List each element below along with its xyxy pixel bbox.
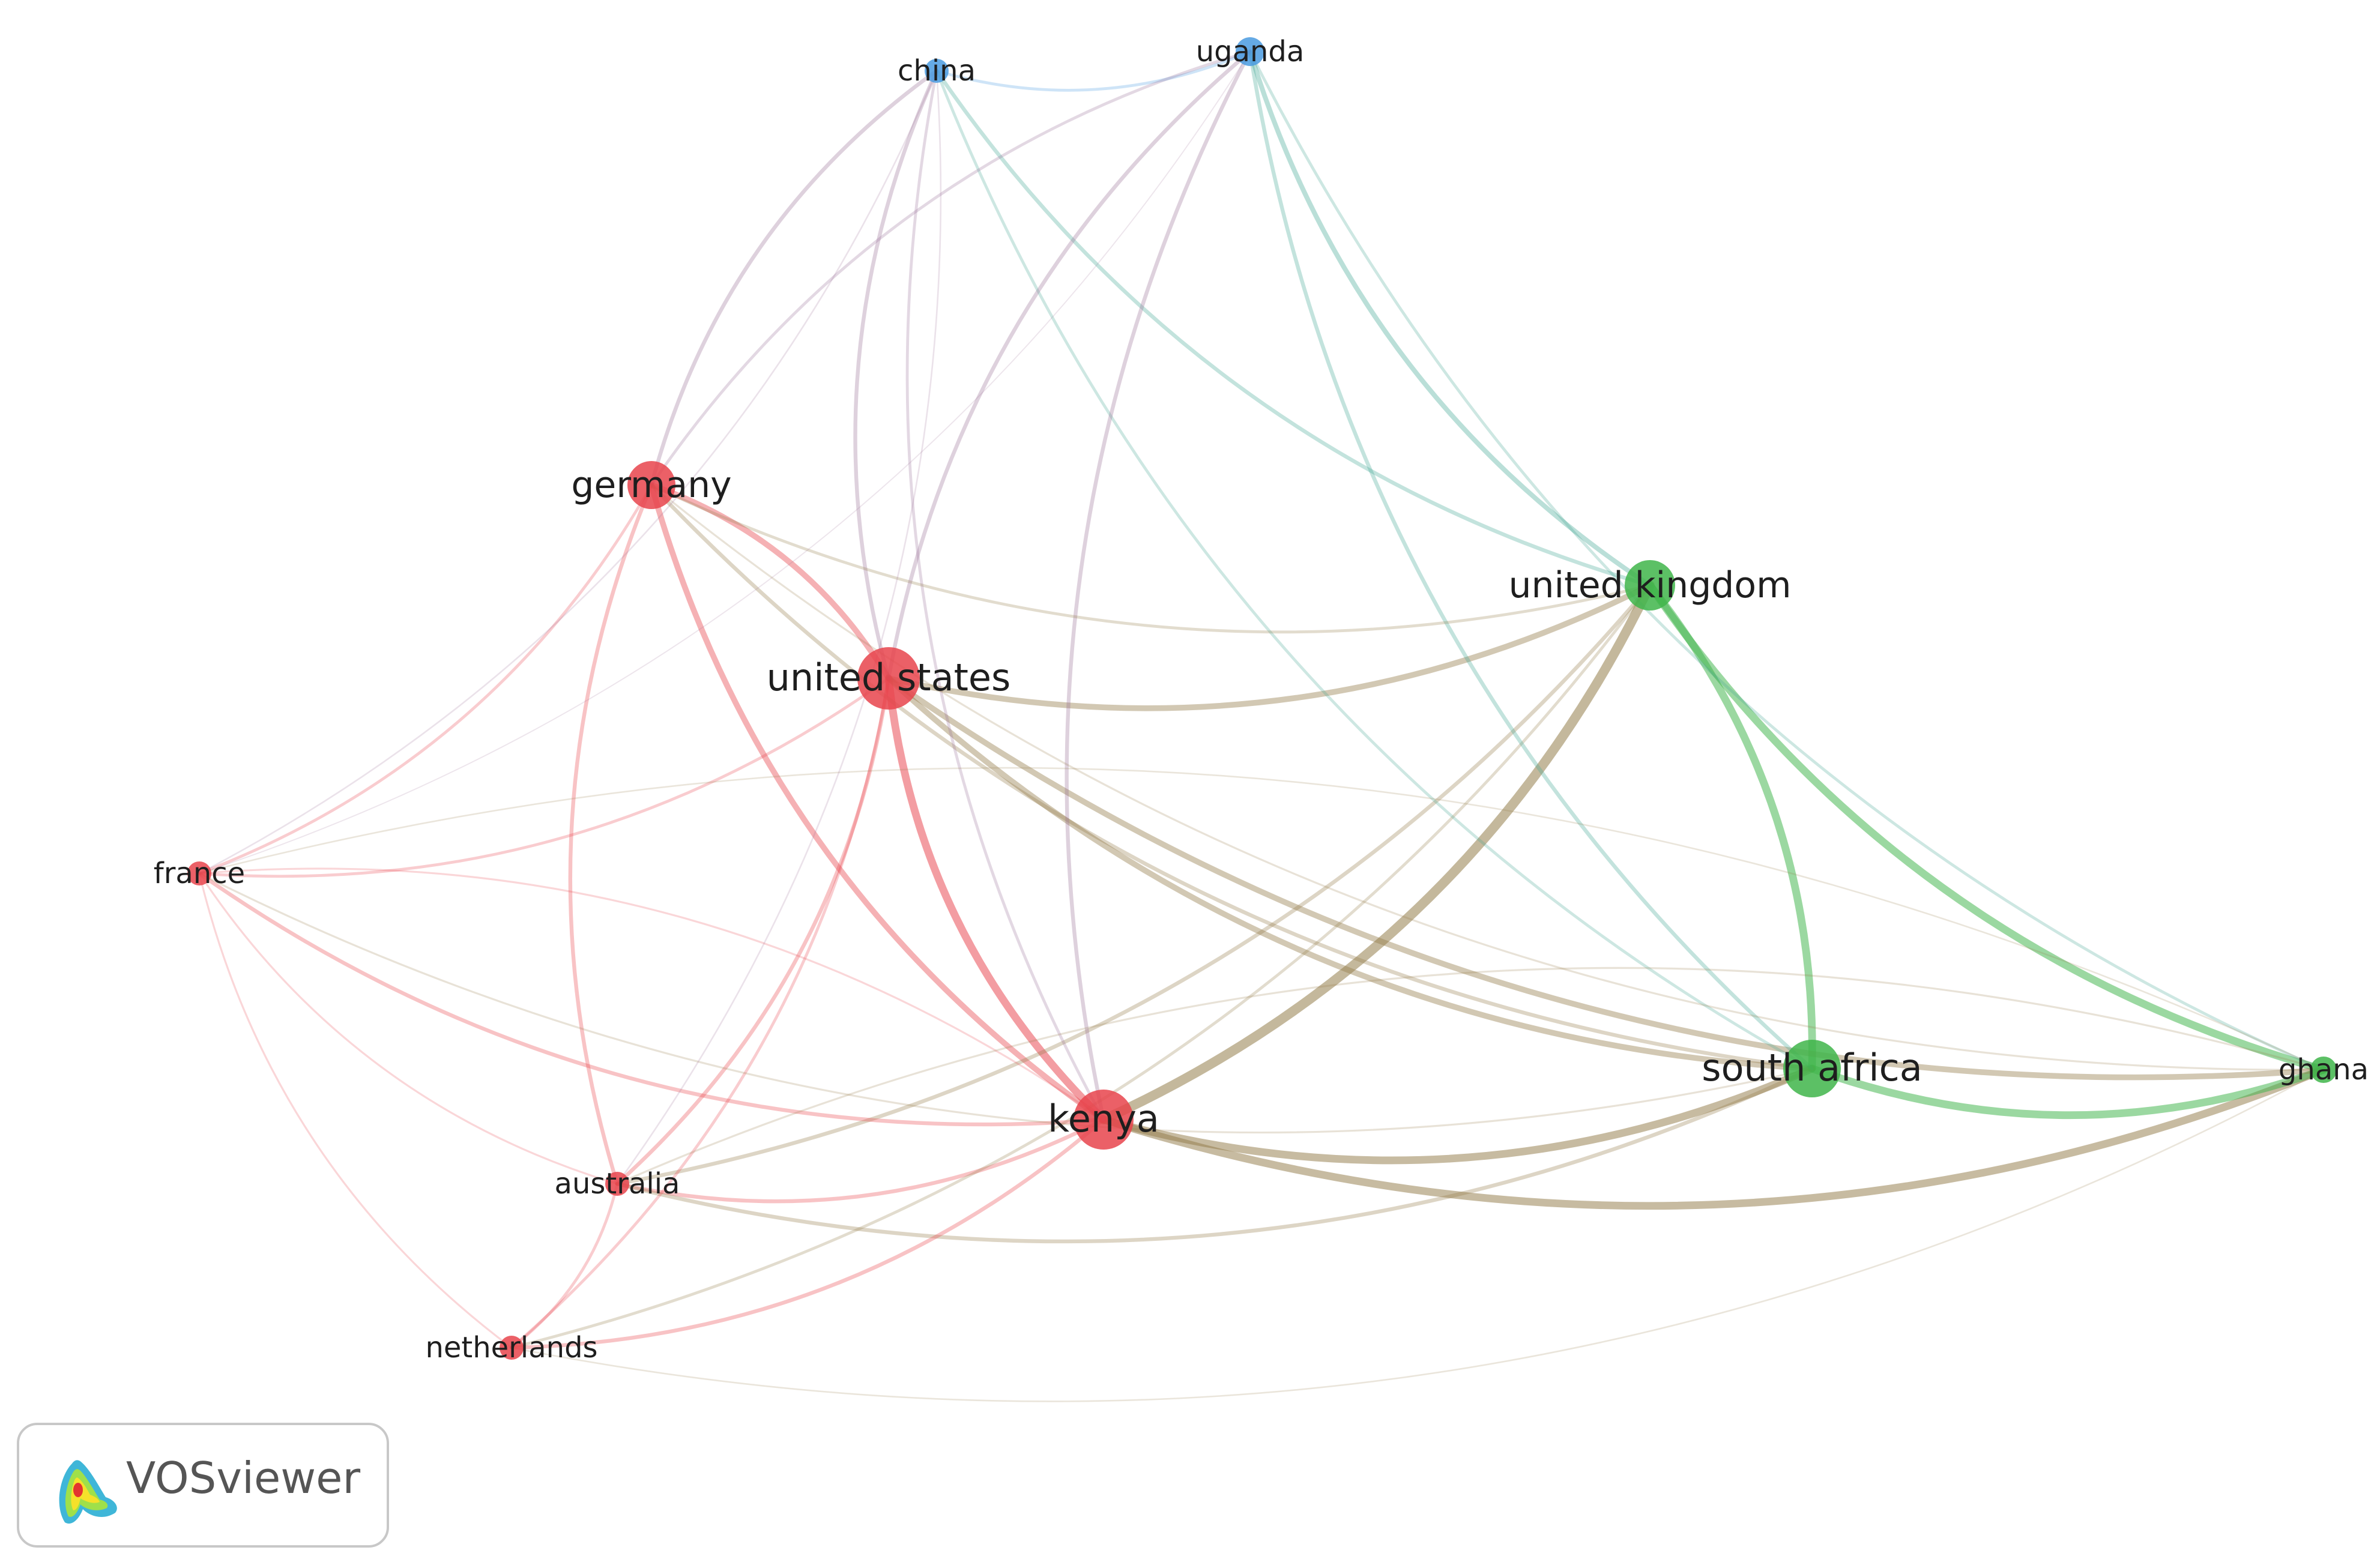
link-netherlands-united-kingdom bbox=[510, 583, 1652, 1349]
node-label-uganda[interactable]: uganda bbox=[1196, 35, 1305, 68]
node-label-australia[interactable]: australia bbox=[555, 1167, 680, 1201]
link-netherlands-ghana bbox=[510, 1069, 2325, 1402]
link-uganda-south-africa bbox=[1248, 49, 1814, 1071]
link-china-united-kingdom bbox=[934, 68, 1652, 588]
node-united-states[interactable] bbox=[857, 647, 920, 710]
node-label-south-africa[interactable]: south africa bbox=[1702, 1046, 1922, 1090]
link-france-germany bbox=[198, 483, 653, 875]
link-kenya-france bbox=[198, 867, 1105, 1121]
link-germany-united-kingdom bbox=[650, 483, 1652, 634]
link-france-china bbox=[198, 70, 938, 875]
node-netherlands[interactable] bbox=[500, 1336, 524, 1360]
link-uganda-united-kingdom bbox=[1248, 49, 1652, 588]
node-label-kenya[interactable]: kenya bbox=[1048, 1097, 1159, 1141]
link-kenya-united-kingdom bbox=[1099, 580, 1655, 1124]
link-kenya-ghana bbox=[1099, 1066, 2328, 1210]
node-label-united-states[interactable]: united states bbox=[767, 656, 1011, 699]
link-france-australia bbox=[198, 872, 618, 1185]
node-south-africa[interactable] bbox=[1783, 1040, 1841, 1097]
link-china-uganda bbox=[935, 50, 1252, 92]
links-layer bbox=[197, 49, 2328, 1402]
link-china-united-states bbox=[853, 68, 939, 681]
link-netherlands-kenya bbox=[509, 1117, 1106, 1350]
link-united-states-kenya bbox=[884, 674, 1108, 1124]
link-united-states-united-kingdom bbox=[886, 582, 1653, 711]
link-ghana-australia bbox=[616, 966, 2325, 1185]
nodes-layer bbox=[187, 37, 2337, 1360]
link-france-united-states bbox=[198, 677, 890, 878]
app-name: VOSviewer bbox=[126, 1453, 361, 1503]
link-ghana-france bbox=[198, 767, 2325, 1071]
link-netherlands-united-states bbox=[510, 677, 890, 1349]
link-united-states-ghana bbox=[886, 675, 2327, 1081]
node-label-ghana[interactable]: ghana bbox=[2279, 1053, 2369, 1087]
link-france-netherlands bbox=[198, 872, 513, 1349]
link-kenya-south-africa bbox=[1099, 1064, 1816, 1165]
link-south-africa-ghana bbox=[1808, 1064, 2328, 1120]
node-germany[interactable] bbox=[627, 461, 675, 509]
link-australia-united-kingdom bbox=[615, 583, 1652, 1186]
link-australia-china bbox=[616, 70, 942, 1185]
link-france-uganda bbox=[199, 51, 1251, 874]
link-china-south-africa bbox=[935, 69, 1814, 1070]
link-united-states-south-africa bbox=[886, 675, 1815, 1072]
vosviewer-logo-icon bbox=[59, 1460, 117, 1524]
link-germany-australia bbox=[568, 483, 654, 1186]
node-label-germany[interactable]: germany bbox=[571, 464, 731, 506]
node-kenya[interactable] bbox=[1074, 1090, 1134, 1150]
link-china-kenya bbox=[905, 69, 1105, 1121]
link-france-kenya bbox=[197, 871, 1106, 1127]
link-australia-south-africa bbox=[615, 1066, 1814, 1244]
labels-layer: united states kenya germany france australia… bbox=[154, 35, 2369, 1365]
link-uganda-kenya bbox=[1065, 49, 1252, 1122]
vosviewer-badge[interactable]: VOSviewer bbox=[17, 1423, 389, 1548]
link-united-kingdom-ghana bbox=[1646, 581, 2328, 1074]
node-united-kingdom[interactable] bbox=[1625, 560, 1675, 611]
link-uganda-ghana bbox=[1248, 50, 2325, 1072]
link-netherlands-australia bbox=[510, 1182, 619, 1349]
link-china-germany bbox=[649, 68, 939, 487]
node-label-france[interactable]: france bbox=[154, 857, 245, 890]
node-australia[interactable] bbox=[605, 1172, 629, 1196]
link-united-states-germany bbox=[648, 482, 892, 681]
link-australia-kenya bbox=[615, 1117, 1106, 1204]
link-uganda-germany bbox=[650, 50, 1252, 487]
node-china[interactable] bbox=[925, 59, 949, 83]
node-ghana[interactable] bbox=[2310, 1057, 2337, 1083]
node-label-united-kingdom[interactable]: united kingdom bbox=[1508, 564, 1791, 606]
link-germany-south-africa bbox=[649, 483, 1814, 1071]
node-label-netherlands[interactable]: netherlands bbox=[425, 1331, 597, 1365]
link-france-south-africa bbox=[198, 872, 1813, 1134]
link-germany-kenya bbox=[648, 482, 1107, 1123]
node-uganda[interactable] bbox=[1236, 37, 1264, 66]
node-label-china[interactable]: china bbox=[898, 54, 976, 88]
link-australia-united-states bbox=[615, 676, 891, 1186]
node-france[interactable] bbox=[187, 861, 211, 885]
link-uganda-united-states bbox=[886, 49, 1252, 681]
link-south-africa-united-kingdom bbox=[1646, 581, 1816, 1073]
